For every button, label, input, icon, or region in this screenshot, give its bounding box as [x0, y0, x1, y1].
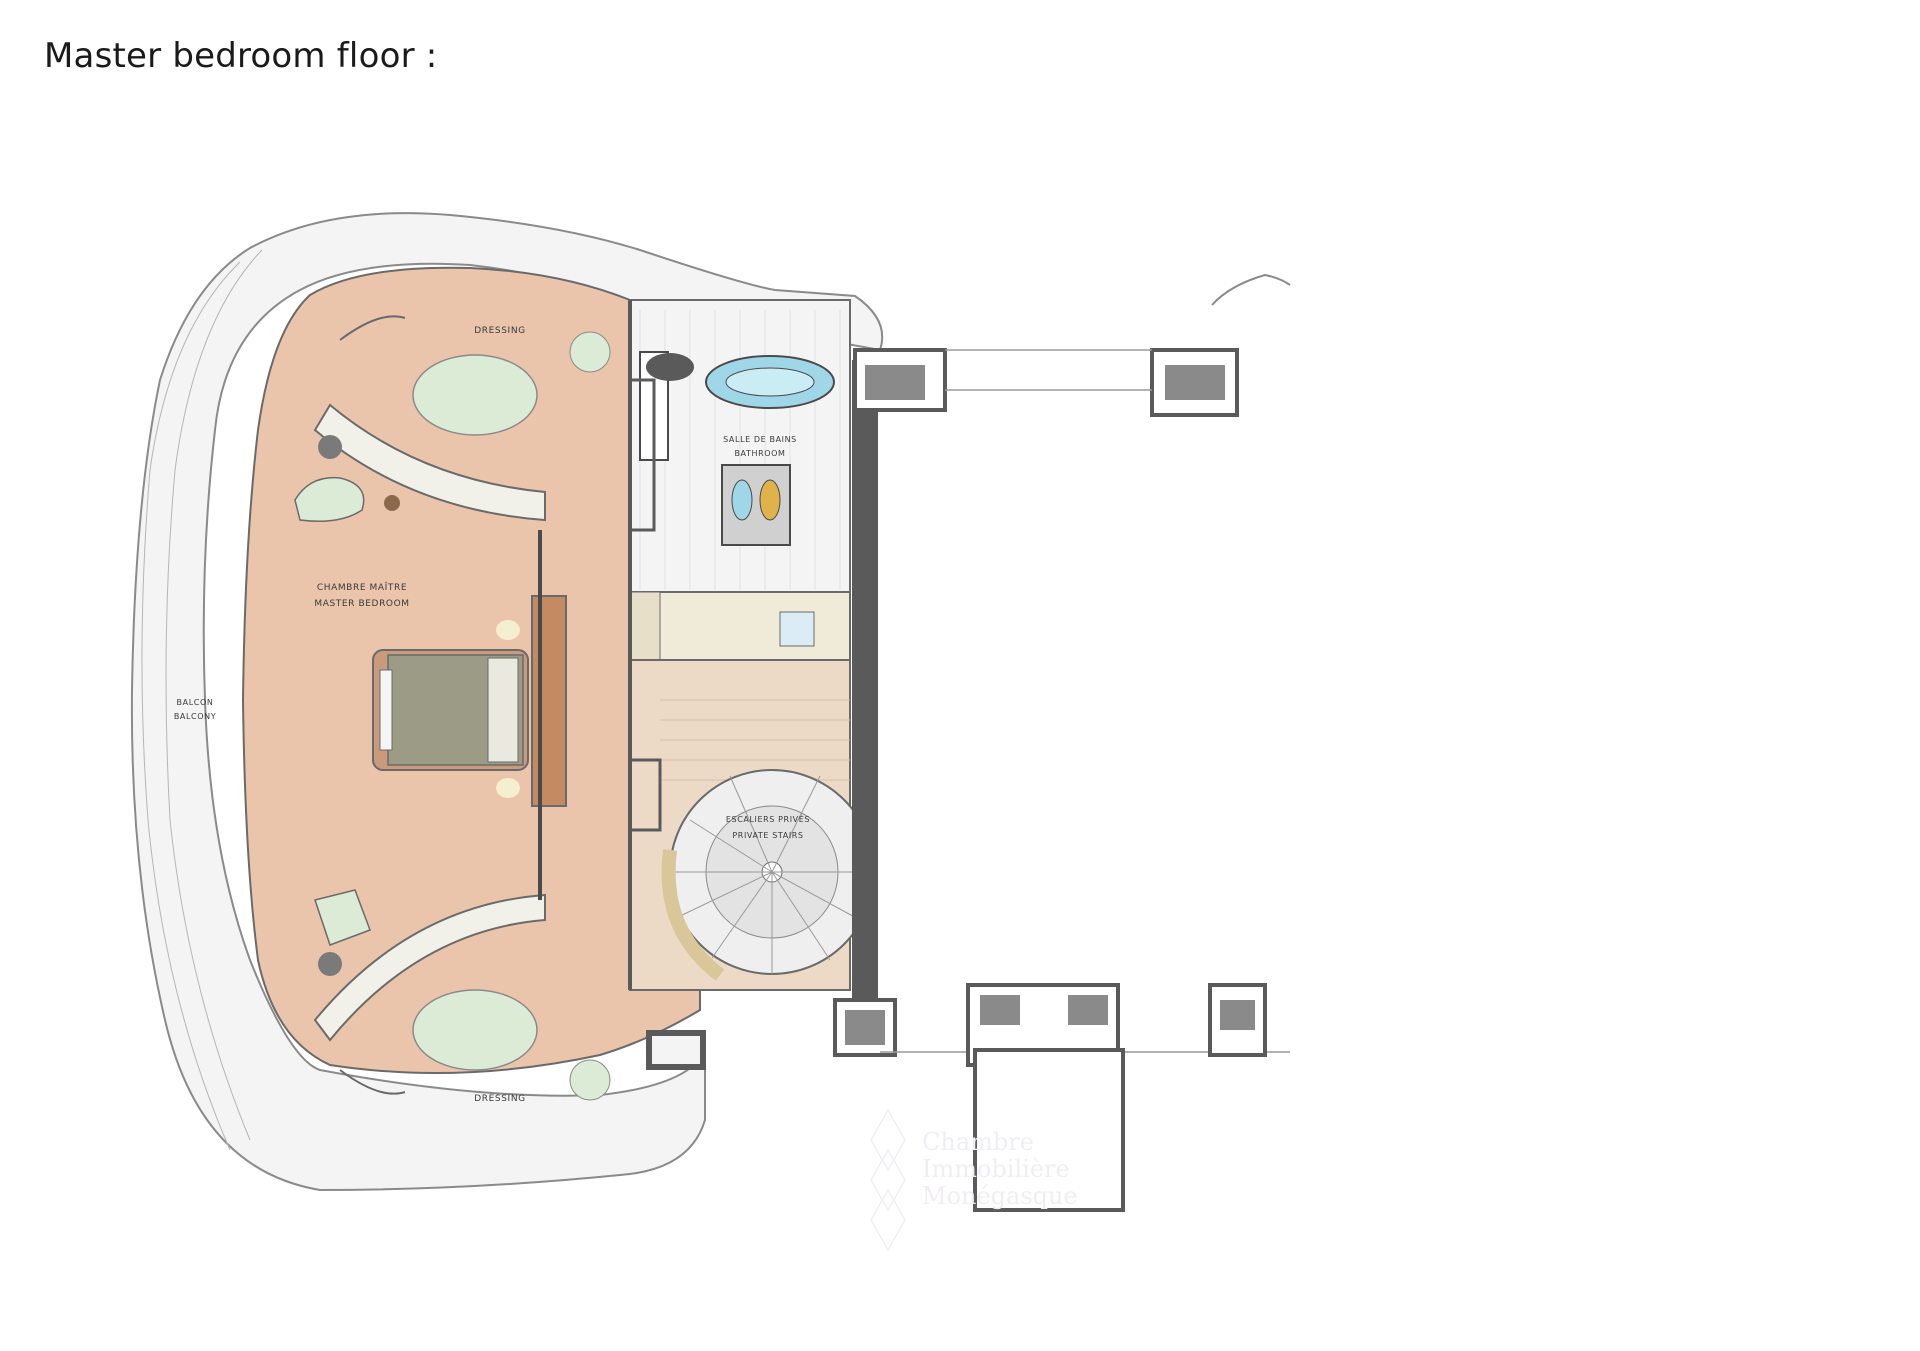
label-balcony-en: BALCONY — [174, 712, 216, 721]
private-stairs — [629, 659, 875, 991]
bed — [372, 595, 567, 807]
bathroom — [629, 299, 851, 593]
label-dressing-top: DRESSING — [474, 326, 525, 336]
rug-top — [412, 354, 538, 436]
watermark-line3: Monégasque — [922, 1182, 1078, 1210]
label-bathroom-fr: SALLE DE BAINS — [723, 435, 797, 444]
watermark-line1: Chambre — [922, 1128, 1034, 1156]
hallway — [629, 591, 851, 661]
dressing-units — [313, 315, 546, 1095]
page-title: Master bedroom floor : — [44, 36, 438, 76]
label-bedroom-en: MASTER BEDROOM — [314, 599, 409, 609]
label-balcony-fr: BALCON — [177, 698, 214, 707]
watermark-line2: Immobilière — [922, 1155, 1070, 1183]
label-dressing-bottom: DRESSING — [474, 1094, 525, 1104]
watermark: Chambre Immobilière Monégasque — [870, 1108, 1078, 1252]
structural-walls — [646, 348, 1290, 1212]
label-bathroom-en: BATHROOM — [734, 449, 785, 458]
label-bedroom-fr: CHAMBRE MAÎTRE — [317, 581, 407, 593]
label-stairs-en: PRIVATE STAIRS — [732, 831, 803, 840]
label-stairs-fr: ESCALIERS PRIVÉS — [726, 813, 810, 824]
rug-bottom — [412, 989, 538, 1071]
